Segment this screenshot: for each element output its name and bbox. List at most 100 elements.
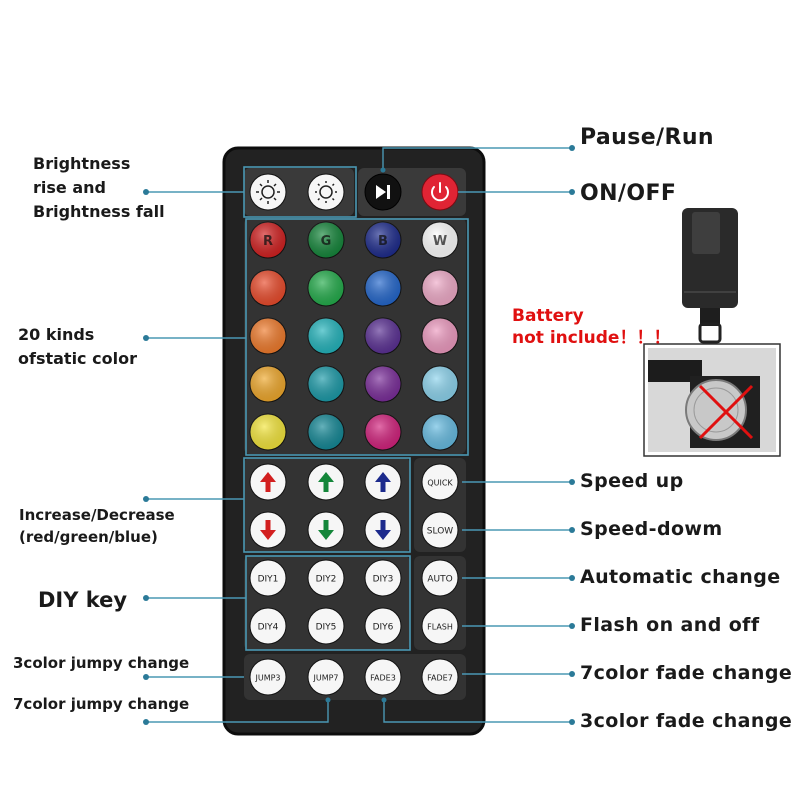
color-key-label: W [433,234,447,249]
key-label: DIY2 [316,575,337,585]
key-label: FADE7 [427,674,453,683]
arrow-key-down[interactable] [364,511,402,549]
callout-lines [148,147,570,723]
color-key[interactable] [249,413,287,451]
color-key-label: B [378,234,388,249]
key-label: DIY5 [316,623,337,633]
color-key[interactable] [421,269,459,307]
label-speed-down: Speed-dowm [580,518,723,540]
key-label: SLOW [427,527,453,537]
battery-warning: Battery not include！！！ [512,305,670,349]
label-on-off: ON/OFF [580,181,677,206]
arrow-key-up[interactable] [307,463,345,501]
color-key[interactable] [364,317,402,355]
play-pause-icon [376,185,390,199]
key-label: QUICK [427,479,453,488]
color-key[interactable]: G [307,221,345,259]
color-key[interactable] [421,317,459,355]
diy2-key[interactable]: DIY2 [307,559,345,597]
label-flash: Flash on and off [580,614,760,636]
key-label: JUMP7 [312,674,338,683]
label-increase-line2: (red/green/blue) [19,528,158,546]
color-key-label: R [263,234,273,249]
jump3-key[interactable]: JUMP3 [249,658,287,696]
key-label: FADE3 [370,674,396,683]
label-increase-line1: Increase/Decrease [19,506,175,524]
color-key[interactable]: B [364,221,402,259]
color-key[interactable]: W [421,221,459,259]
arrow-key-down[interactable] [307,511,345,549]
color-panel [244,218,466,454]
key-label: DIY3 [373,575,394,585]
color-key[interactable] [249,317,287,355]
arrow-down-icon [375,520,391,540]
arrow-key-up[interactable] [249,463,287,501]
color-key[interactable] [249,365,287,403]
color-key[interactable] [307,413,345,451]
color-key[interactable]: R [249,221,287,259]
color-key[interactable] [307,269,345,307]
key-label: DIY4 [258,623,279,633]
label-speed-up: Speed up [580,470,684,492]
arrow-up-icon [260,472,276,492]
jump7-key[interactable]: JUMP7 [307,658,345,696]
color-key[interactable] [421,365,459,403]
bottom-panel [244,654,466,700]
label-7color-jumpy: 7color jumpy change [13,695,190,713]
label-increase-decrease: Increase/Decrease (red/green/blue) [19,504,175,548]
arrow-group-frame [243,457,411,553]
fade3-key[interactable]: FADE3 [364,658,402,696]
label-static-color: 20 kinds ofstatic color [18,323,137,371]
flash-key[interactable]: FLASH [421,607,459,645]
quick-key[interactable]: QUICK [421,463,459,501]
battery-warning-line1: Battery [512,306,584,326]
arrow-keys [249,463,402,549]
auto-key[interactable]: AUTO [421,559,459,597]
label-brightness-line2: rise and [33,178,106,197]
label-brightness-line1: Brightness [33,154,131,173]
key-label: JUMP3 [254,674,280,683]
key-label: DIY6 [373,623,394,633]
label-automatic-change: Automatic change [580,566,781,588]
arrow-up-icon [375,472,391,492]
label-3color-jumpy: 3color jumpy change [13,654,190,672]
diy6-key[interactable]: DIY6 [364,607,402,645]
key-label: DIY1 [258,575,279,585]
label-pause-run: Pause/Run [580,125,714,150]
brightness-up-icon [256,180,280,204]
color-key[interactable] [307,365,345,403]
arrow-down-icon [260,520,276,540]
diy4-key[interactable]: DIY4 [249,607,287,645]
color-key[interactable] [421,413,459,451]
arrow-key-up[interactable] [364,463,402,501]
label-7color-fade: 7color fade change [580,662,793,684]
slow-key[interactable]: SLOW [421,511,459,549]
color-group-frame [245,218,469,456]
key-label: FLASH [427,623,453,632]
label-brightness: Brightness rise and Brightness fall [33,152,165,224]
color-key-label: G [321,234,332,249]
arrow-key-down[interactable] [249,511,287,549]
color-key[interactable] [307,317,345,355]
battery-warning-line2: not include！！！ [512,328,671,348]
diy5-key[interactable]: DIY5 [307,607,345,645]
play-pause-button[interactable] [364,173,402,211]
color-key[interactable] [364,413,402,451]
brightness-down-button[interactable] [307,173,345,211]
power-button[interactable] [421,173,459,211]
diy3-key[interactable]: DIY3 [364,559,402,597]
label-diy-key: DIY key [38,588,128,612]
label-static-color-line2: ofstatic color [18,349,137,368]
brightness-up-button[interactable] [249,173,287,211]
color-key[interactable] [364,365,402,403]
arrow-down-icon [318,520,334,540]
label-3color-fade: 3color fade change [580,710,793,732]
diy1-key[interactable]: DIY1 [249,559,287,597]
brightness-down-icon [315,181,337,203]
fade7-key[interactable]: FADE7 [421,658,459,696]
color-key[interactable] [364,269,402,307]
color-key[interactable] [249,269,287,307]
power-icon [431,182,449,202]
